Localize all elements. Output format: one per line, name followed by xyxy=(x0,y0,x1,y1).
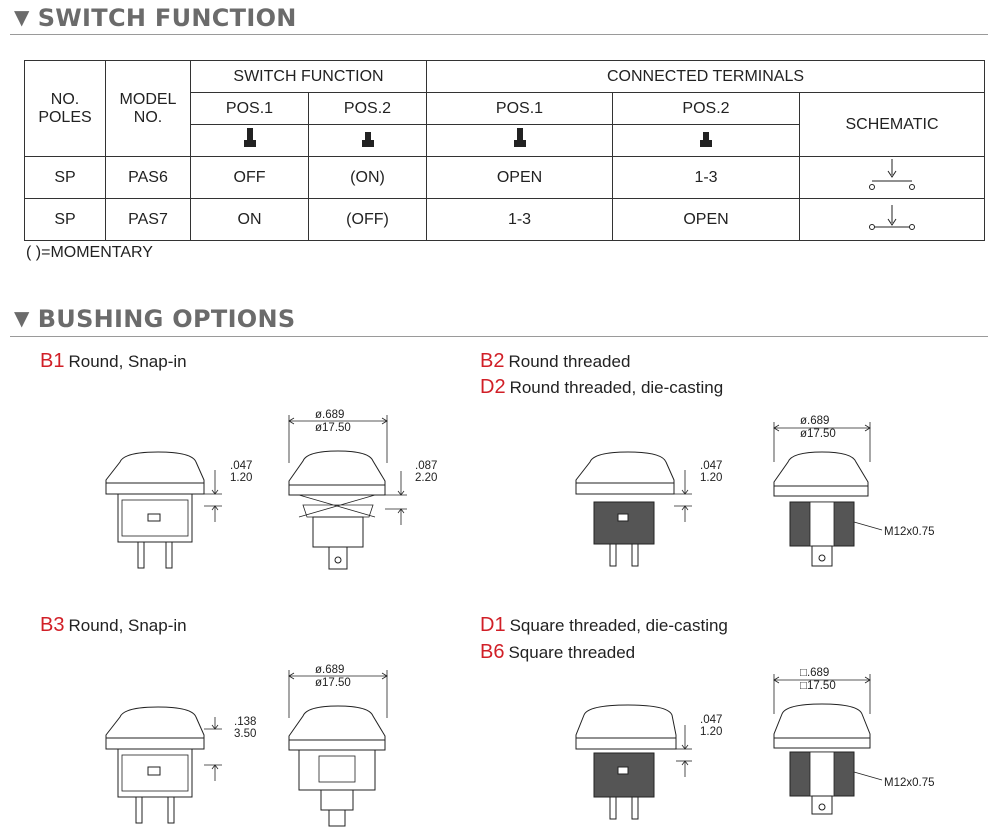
svg-text:.047: .047 xyxy=(230,460,252,472)
b2-side-drawing: .047 1.20 xyxy=(575,451,722,567)
header-ct-pos1: POS.1 xyxy=(426,92,613,125)
svg-text:.087: .087 xyxy=(415,460,437,472)
svg-text:1.20: 1.20 xyxy=(700,726,722,738)
svg-text:ø17.50: ø17.50 xyxy=(315,677,351,689)
table-row: SP PAS6 OFF (ON) OPEN 1-3 xyxy=(24,156,985,199)
b1-side-drawing: .047 1.20 xyxy=(105,451,252,569)
svg-text:3.50: 3.50 xyxy=(234,728,256,740)
button-released-icon xyxy=(513,128,526,147)
svg-text:.138: .138 xyxy=(234,716,256,728)
d1-side-drawing: .047 1.20 xyxy=(575,704,722,820)
table-row: SP PAS7 ON (OFF) 1-3 OPEN xyxy=(24,198,985,241)
b1-front-drawing: ø.689 ø17.50 .087 2.20 xyxy=(288,409,437,570)
svg-text:ø17.50: ø17.50 xyxy=(800,428,836,440)
schematic-nc-icon xyxy=(869,205,915,230)
header-ct-pos2: POS.2 xyxy=(612,92,800,125)
svg-text:.047: .047 xyxy=(700,460,722,472)
svg-text:2.20: 2.20 xyxy=(415,472,437,484)
svg-text:ø17.50: ø17.50 xyxy=(315,422,351,434)
svg-text:□.689: □.689 xyxy=(800,667,829,679)
svg-text:ø.689: ø.689 xyxy=(800,415,829,427)
svg-text:.047: .047 xyxy=(700,714,722,726)
sf-pos2-icon-cell xyxy=(308,124,427,157)
header-sf-pos2: POS.2 xyxy=(308,92,427,125)
b3-side-drawing: .138 3.50 xyxy=(105,706,256,824)
schematic-normally-closed xyxy=(799,198,985,241)
svg-text:M12x0.75: M12x0.75 xyxy=(884,777,935,789)
section-divider xyxy=(10,336,988,337)
section-title-bushing-options: ▼BUSHING OPTIONS xyxy=(14,305,296,333)
schematic-no-icon xyxy=(869,159,915,190)
b3-front-drawing: ø.689 ø17.50 xyxy=(288,664,388,827)
header-no-poles: NO.POLES xyxy=(24,60,106,157)
triangle-down-icon: ▼ xyxy=(14,306,30,330)
ct-pos1-icon-cell xyxy=(426,124,613,157)
triangle-down-icon: ▼ xyxy=(14,5,30,29)
section-title-switch-function: ▼SWITCH FUNCTION xyxy=(14,4,297,32)
schematic-normally-open xyxy=(799,156,985,199)
svg-text:M12x0.75: M12x0.75 xyxy=(884,526,935,538)
header-sf-pos1: POS.1 xyxy=(190,92,309,125)
button-pressed-icon xyxy=(361,132,374,147)
sf-pos1-icon-cell xyxy=(190,124,309,157)
header-schematic: SCHEMATIC xyxy=(799,92,985,157)
button-pressed-icon xyxy=(700,132,712,147)
button-released-icon xyxy=(243,128,256,147)
section-divider xyxy=(10,34,988,35)
ct-pos2-icon-cell xyxy=(612,124,800,157)
b2-front-drawing: ø.689 ø17.50 M12x0.75 xyxy=(773,415,935,567)
svg-text:1.20: 1.20 xyxy=(230,472,252,484)
svg-text:ø.689: ø.689 xyxy=(315,409,344,421)
momentary-note: ( )=MOMENTARY xyxy=(26,244,153,261)
svg-text:□17.50: □17.50 xyxy=(800,680,836,692)
d1-front-drawing: □.689 □17.50 M12x0.75 xyxy=(773,667,935,815)
header-switch-function: SWITCH FUNCTION xyxy=(190,60,427,93)
svg-text:ø.689: ø.689 xyxy=(315,664,344,676)
header-connected-terminals: CONNECTED TERMINALS xyxy=(426,60,985,93)
svg-text:1.20: 1.20 xyxy=(700,472,722,484)
